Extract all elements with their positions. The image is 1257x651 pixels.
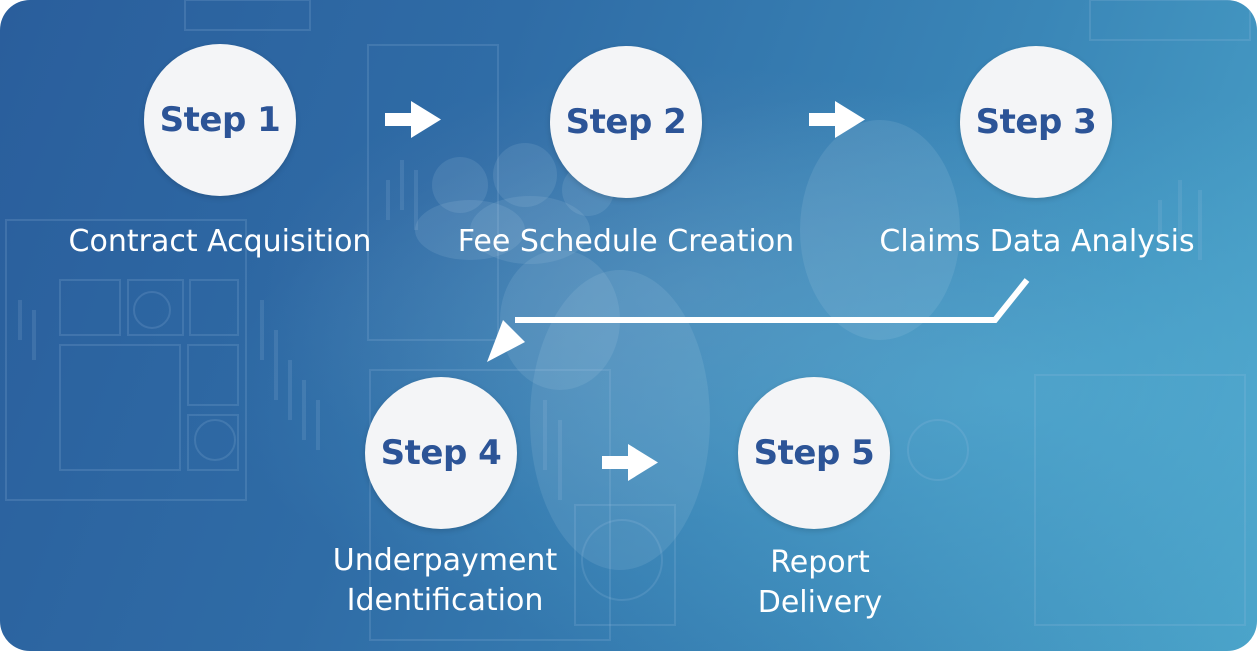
step-1-label-line-1: Contract Acquisition bbox=[68, 224, 372, 259]
step-5-badge: Step 5 bbox=[753, 433, 875, 473]
step-5-label-line-2: Delivery bbox=[757, 585, 883, 620]
arrow-step4-to-step5 bbox=[602, 444, 658, 481]
step-4-label-line-2: Identification bbox=[346, 583, 544, 618]
step-2-circle: Step 2 bbox=[550, 46, 702, 198]
step-5-label-line-1: Report bbox=[770, 545, 870, 580]
step-2-badge: Step 2 bbox=[565, 102, 687, 142]
step-3-circle: Step 3 bbox=[960, 46, 1112, 198]
step-4-circle: Step 4 bbox=[365, 377, 517, 529]
step-5-label: Report Delivery bbox=[690, 543, 950, 623]
step-3-label-line-1: Claims Data Analysis bbox=[879, 224, 1195, 259]
step-1-label: Contract Acquisition bbox=[10, 222, 430, 262]
arrow-step3-to-step4 bbox=[487, 278, 1030, 362]
step-1-badge: Step 1 bbox=[159, 100, 281, 140]
arrow-step2-to-step3 bbox=[809, 101, 865, 138]
step-4-label-line-1: Underpayment bbox=[332, 543, 558, 578]
step-5-circle: Step 5 bbox=[738, 377, 890, 529]
step-1-circle: Step 1 bbox=[144, 44, 296, 196]
step-4-badge: Step 4 bbox=[380, 433, 502, 473]
arrow-step1-to-step2 bbox=[385, 101, 441, 138]
step-3-badge: Step 3 bbox=[975, 102, 1097, 142]
step-2-label: Fee Schedule Creation bbox=[422, 222, 830, 262]
step-4-label: Underpayment Identification bbox=[300, 541, 590, 621]
step-2-label-line-1: Fee Schedule Creation bbox=[457, 224, 795, 259]
step-3-label: Claims Data Analysis bbox=[845, 222, 1229, 262]
